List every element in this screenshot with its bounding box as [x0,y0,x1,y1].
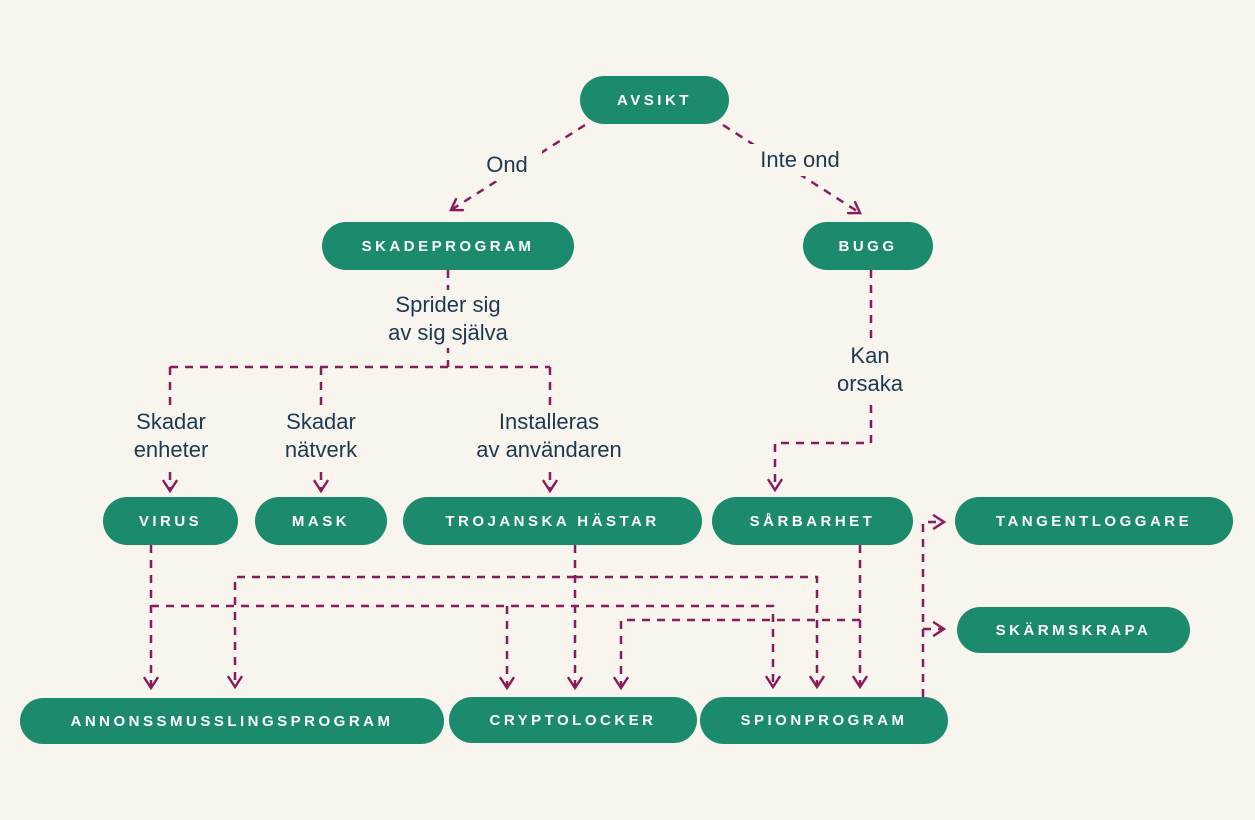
node-sarbarhet: SÅRBARHET [712,497,913,545]
edge-trojanska-spionprogram [575,575,825,690]
edge-bugg-sarbarhet [767,270,873,493]
node-spionprogram: SPIONPROGRAM [700,697,948,744]
edge-label-kan-orsaka: Kan orsaka [824,341,916,399]
node-avsikt: AVSIKT [580,76,729,124]
node-mask: MASK [255,497,387,545]
edge-trojanska-annonss [227,575,575,690]
edge-spionprogram-tangentloggare [921,514,947,697]
node-bugg: BUGG [803,222,933,270]
edge-label-skadar-natverk: Skadar nätverk [269,406,373,466]
node-annonssmusslingsprogram: ANNONSSMUSSLINGSPROGRAM [20,698,444,744]
edge-label-installeras: Installeras av användaren [464,406,634,466]
edge-label-inte-ond: Inte ond [748,144,852,176]
node-trojanska-hastar: TROJANSKA HÄSTAR [403,497,702,545]
edge-virus-spionprogram [151,604,781,690]
node-skadeprogram: SKADEPROGRAM [322,222,574,270]
node-cryptolocker: CRYPTOLOCKER [449,697,697,743]
node-virus: VIRUS [103,497,238,545]
edge-label-ond: Ond [472,149,542,181]
edge-label-sprider-sig: Sprider sig av sig själva [371,290,525,348]
node-tangentloggare: TANGENTLOGGARE [955,497,1233,545]
node-skarmskrapa: SKÄRMSKRAPA [957,607,1190,653]
edge-label-skadar-enheter: Skadar enheter [119,406,223,466]
edge-sarbarhet-cryptolocker [613,618,860,691]
